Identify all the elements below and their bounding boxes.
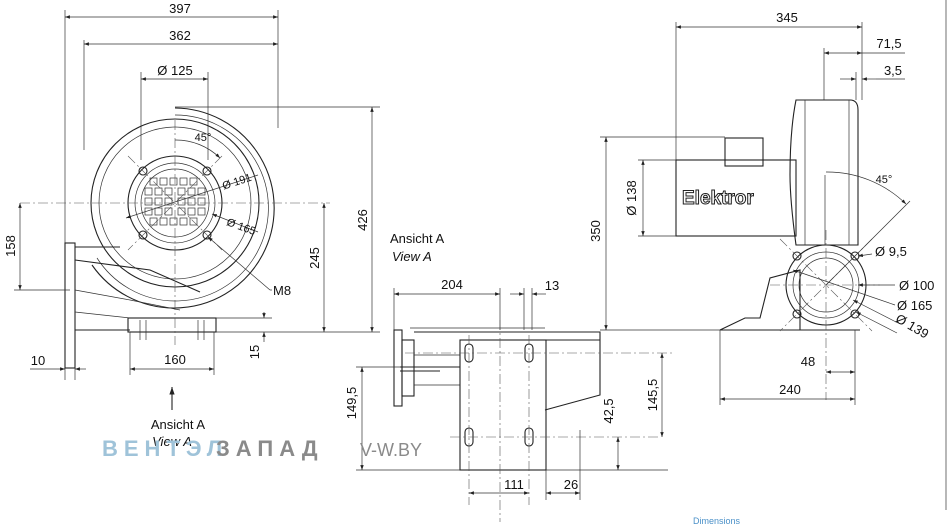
svg-text:245: 245	[307, 247, 322, 269]
svg-text:350: 350	[588, 220, 603, 242]
svg-text:Ø 138: Ø 138	[624, 180, 639, 215]
svg-text:345: 345	[776, 10, 798, 25]
dim-overall-width: 397	[65, 1, 278, 19]
dim-slot-width: 26	[546, 477, 580, 495]
view-a-label-en: View A	[152, 434, 192, 449]
svg-text:45°: 45°	[876, 174, 893, 186]
side-view: 345 71,5 3,5 Elektror Ø 138	[588, 0, 947, 510]
svg-text:145,5: 145,5	[645, 379, 660, 412]
dim-housing-width: 362	[84, 28, 278, 46]
dim-flange-offset: 10	[30, 353, 86, 371]
dim-outlet-height: 158	[3, 203, 22, 290]
inlet-grille	[144, 177, 206, 226]
svg-text:Ø 125: Ø 125	[157, 63, 192, 78]
svg-text:48: 48	[801, 354, 815, 369]
dim-overall-height-side: 350	[588, 137, 608, 330]
view-a-title: Ansicht A	[390, 231, 445, 246]
motor-brand-label: Elektror	[682, 188, 754, 209]
svg-text:149,5: 149,5	[344, 387, 359, 420]
dim-motor-diameter: Ø 138	[624, 160, 645, 236]
svg-text:204: 204	[441, 277, 463, 292]
svg-text:Ø 191: Ø 191	[221, 172, 253, 193]
dim-foot-thickness: 15	[216, 312, 272, 359]
dim-base-length: 240	[720, 382, 855, 401]
dim-inlet-diameter: Ø 125	[140, 63, 209, 160]
svg-text:397: 397	[169, 1, 191, 16]
svg-text:45°: 45°	[195, 132, 212, 144]
svg-text:240: 240	[779, 382, 801, 397]
view-a-label: Ansicht A	[151, 417, 206, 432]
dim-foot-offset: 48	[801, 354, 855, 374]
svg-text:M8: M8	[273, 283, 291, 298]
dim-outlet-offset: 71,5	[824, 36, 905, 55]
view-a-drawing: Ansicht A View A 204 13	[344, 231, 675, 522]
dim-slot-offset: 13	[510, 278, 559, 296]
svg-text:Ø 9,5: Ø 9,5	[875, 244, 907, 259]
dim-foot-spacing: 160	[130, 352, 214, 371]
svg-text:10: 10	[31, 353, 45, 368]
svg-text:Ø 139: Ø 139	[893, 311, 931, 342]
dim-overall-depth: 345	[676, 10, 862, 29]
dim-slot-to-base: 42,5	[601, 398, 620, 470]
svg-text:426: 426	[355, 209, 370, 231]
svg-text:160: 160	[164, 352, 186, 367]
svg-text:ВЕНТЭЛ: ВЕНТЭЛ	[102, 436, 228, 461]
dim-outlet-height-a: 149,5	[344, 367, 364, 470]
dim-flange-to-center: 204	[394, 277, 500, 296]
dim-slot-spacing: 111	[469, 477, 529, 495]
dim-flange-thickness: 3,5	[840, 63, 905, 81]
svg-text:Ø 165: Ø 165	[897, 298, 932, 313]
dim-slot-height: 145,5	[645, 353, 664, 437]
svg-text:15: 15	[247, 345, 262, 359]
svg-text:13: 13	[545, 278, 559, 293]
svg-text:26: 26	[564, 477, 578, 492]
svg-text:111: 111	[504, 477, 524, 492]
svg-text:3,5: 3,5	[884, 63, 902, 78]
svg-text:ЗАПАД: ЗАПАД	[216, 436, 324, 461]
view-a-title-en: View A	[392, 249, 432, 264]
svg-text:158: 158	[3, 235, 18, 257]
svg-text:Ø 165: Ø 165	[225, 216, 257, 238]
svg-text:Ø 100: Ø 100	[899, 278, 934, 293]
watermark: ВЕНТЭЛ ЗАПАД V-W.BY	[102, 436, 422, 461]
svg-text:42,5: 42,5	[601, 398, 616, 423]
front-view: 397 362 Ø 125	[3, 1, 380, 449]
svg-text:362: 362	[169, 28, 191, 43]
footer-note: Dimensions	[693, 516, 741, 525]
dim-center-height: 245	[307, 203, 326, 332]
svg-text:71,5: 71,5	[876, 36, 901, 51]
dim-overall-height: 426	[355, 107, 374, 332]
svg-text:V-W.BY: V-W.BY	[360, 440, 422, 460]
